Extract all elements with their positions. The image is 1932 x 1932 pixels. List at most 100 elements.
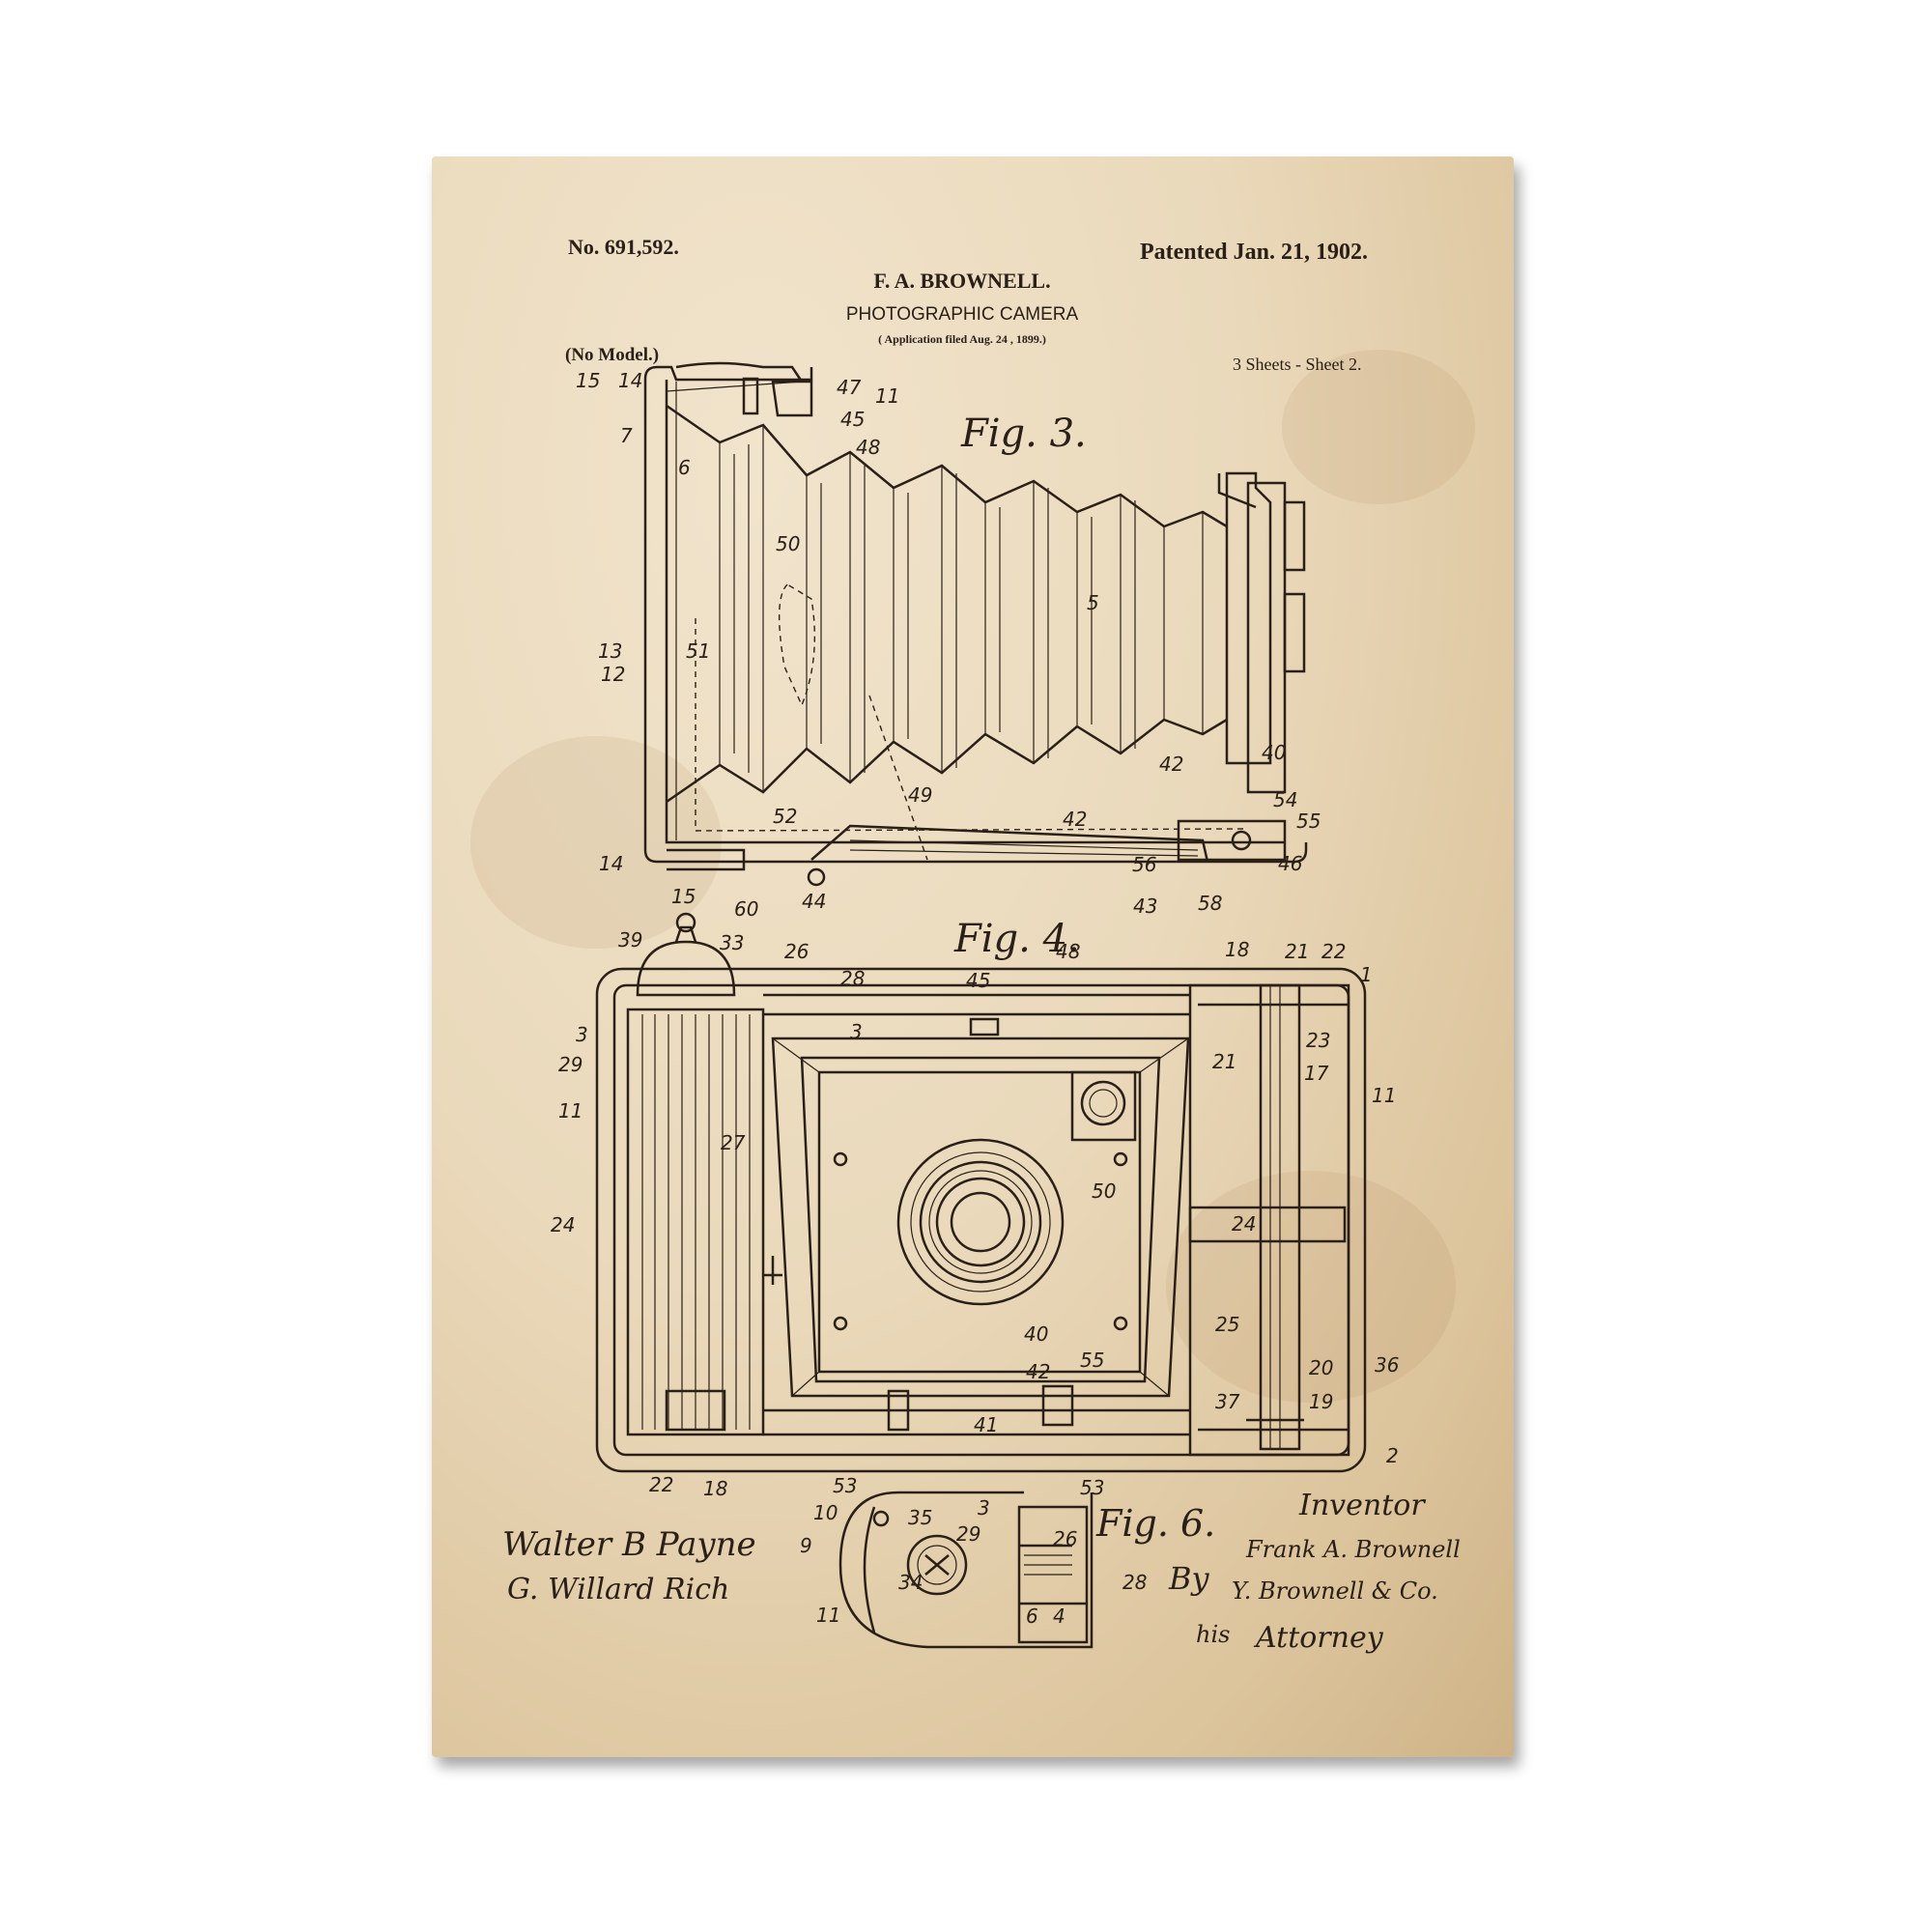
svg-text:14: 14 bbox=[599, 852, 623, 875]
svg-text:6: 6 bbox=[1026, 1605, 1038, 1628]
svg-text:10: 10 bbox=[813, 1501, 838, 1524]
svg-text:18: 18 bbox=[703, 1477, 727, 1500]
attorney-signature: Y. Brownell & Co. bbox=[1232, 1577, 1438, 1605]
fig3-drawing: Fig. 3. bbox=[643, 361, 1308, 887]
svg-text:13: 13 bbox=[598, 639, 622, 663]
fig6-label: Fig. 6. bbox=[1095, 1502, 1215, 1545]
svg-text:60: 60 bbox=[734, 897, 758, 921]
svg-text:23: 23 bbox=[1306, 1029, 1330, 1052]
svg-text:18: 18 bbox=[1225, 938, 1249, 961]
svg-text:33: 33 bbox=[720, 931, 744, 954]
svg-text:44: 44 bbox=[802, 890, 826, 913]
fig4-drawing: Fig. 4. bbox=[595, 912, 1367, 1473]
svg-text:54: 54 bbox=[1273, 788, 1297, 811]
svg-text:14: 14 bbox=[618, 369, 642, 392]
svg-text:26: 26 bbox=[784, 940, 809, 963]
svg-text:56: 56 bbox=[1132, 853, 1156, 876]
svg-text:49: 49 bbox=[908, 783, 932, 807]
paper-stain bbox=[1166, 1171, 1456, 1403]
svg-text:3: 3 bbox=[978, 1496, 990, 1520]
paper-stain bbox=[1282, 350, 1475, 504]
svg-text:36: 36 bbox=[1375, 1353, 1399, 1377]
svg-text:25: 25 bbox=[1215, 1313, 1239, 1336]
svg-text:29: 29 bbox=[956, 1522, 980, 1546]
svg-text:17: 17 bbox=[1304, 1062, 1329, 1085]
svg-text:4: 4 bbox=[1053, 1605, 1065, 1628]
svg-text:15: 15 bbox=[576, 369, 600, 392]
svg-text:51: 51 bbox=[686, 639, 710, 663]
svg-text:22: 22 bbox=[649, 1473, 673, 1496]
svg-text:21: 21 bbox=[1285, 940, 1309, 963]
his-label: his bbox=[1196, 1621, 1230, 1648]
svg-text:47: 47 bbox=[837, 376, 862, 399]
svg-text:40: 40 bbox=[1024, 1322, 1048, 1346]
svg-text:11: 11 bbox=[558, 1099, 582, 1122]
svg-text:41: 41 bbox=[974, 1413, 998, 1436]
svg-text:45: 45 bbox=[966, 969, 990, 992]
fig6-drawing: Fig. 6. bbox=[838, 1491, 1215, 1649]
svg-text:55: 55 bbox=[1080, 1349, 1104, 1372]
svg-text:6: 6 bbox=[678, 456, 691, 479]
svg-text:50: 50 bbox=[776, 532, 800, 555]
inventor-name: F. A. BROWNELL. bbox=[873, 269, 1050, 293]
svg-text:40: 40 bbox=[1262, 741, 1286, 764]
svg-text:28: 28 bbox=[1122, 1571, 1147, 1594]
svg-text:55: 55 bbox=[1296, 810, 1321, 833]
svg-text:39: 39 bbox=[618, 928, 642, 952]
svg-text:26: 26 bbox=[1053, 1527, 1077, 1550]
svg-text:45: 45 bbox=[840, 408, 865, 431]
svg-text:5: 5 bbox=[1087, 591, 1099, 614]
fig3-label: Fig. 3. bbox=[960, 412, 1087, 456]
svg-text:11: 11 bbox=[1372, 1084, 1396, 1107]
svg-text:35: 35 bbox=[908, 1506, 932, 1529]
svg-text:43: 43 bbox=[1133, 895, 1157, 918]
svg-text:15: 15 bbox=[671, 885, 696, 908]
svg-text:11: 11 bbox=[875, 384, 899, 408]
svg-text:28: 28 bbox=[840, 967, 865, 990]
svg-text:21: 21 bbox=[1212, 1050, 1236, 1073]
svg-text:52: 52 bbox=[773, 805, 797, 828]
svg-text:37: 37 bbox=[1215, 1390, 1240, 1413]
by-label: By bbox=[1168, 1560, 1210, 1597]
fig4-label: Fig. 4. bbox=[953, 917, 1080, 961]
witness-signature-2: G. Willard Rich bbox=[507, 1573, 729, 1606]
inventor-label: Inventor bbox=[1298, 1489, 1426, 1522]
svg-text:9: 9 bbox=[800, 1534, 812, 1557]
model-note: (No Model.) bbox=[565, 345, 659, 365]
inventor-signature: Frank A. Brownell bbox=[1245, 1536, 1461, 1563]
svg-text:24: 24 bbox=[1232, 1212, 1256, 1236]
svg-text:7: 7 bbox=[620, 424, 633, 447]
svg-text:42: 42 bbox=[1063, 808, 1087, 831]
svg-text:48: 48 bbox=[1056, 940, 1080, 963]
patent-number: No. 691,592. bbox=[568, 235, 679, 259]
svg-text:19: 19 bbox=[1309, 1390, 1333, 1413]
patent-sheet bbox=[432, 156, 1514, 1757]
svg-text:42: 42 bbox=[1026, 1360, 1050, 1383]
svg-text:24: 24 bbox=[551, 1213, 575, 1236]
svg-text:27: 27 bbox=[721, 1131, 746, 1154]
signature-block: Walter B Payne G. Willard Rich Inventor … bbox=[502, 1489, 1461, 1655]
svg-text:22: 22 bbox=[1321, 940, 1346, 963]
svg-text:1: 1 bbox=[1360, 963, 1373, 986]
svg-text:46: 46 bbox=[1278, 852, 1302, 875]
svg-text:50: 50 bbox=[1092, 1179, 1116, 1203]
svg-text:20: 20 bbox=[1309, 1356, 1333, 1379]
witness-signature-1: Walter B Payne bbox=[502, 1525, 756, 1564]
svg-text:11: 11 bbox=[816, 1604, 840, 1627]
svg-text:3: 3 bbox=[576, 1023, 588, 1046]
sheet-info: 3 Sheets - Sheet 2. bbox=[1233, 355, 1361, 374]
svg-text:42: 42 bbox=[1159, 753, 1183, 776]
application-date: ( Application filed Aug. 24 , 1899.) bbox=[878, 332, 1046, 346]
invention-title: PHOTOGRAPHIC CAMERA bbox=[846, 304, 1079, 325]
svg-text:34: 34 bbox=[898, 1571, 923, 1594]
svg-text:2: 2 bbox=[1386, 1444, 1399, 1467]
svg-text:29: 29 bbox=[558, 1053, 582, 1076]
svg-text:12: 12 bbox=[601, 663, 625, 686]
svg-text:48: 48 bbox=[856, 436, 880, 459]
patented-date: Patented Jan. 21, 1902. bbox=[1140, 240, 1368, 265]
svg-text:3: 3 bbox=[850, 1020, 863, 1043]
